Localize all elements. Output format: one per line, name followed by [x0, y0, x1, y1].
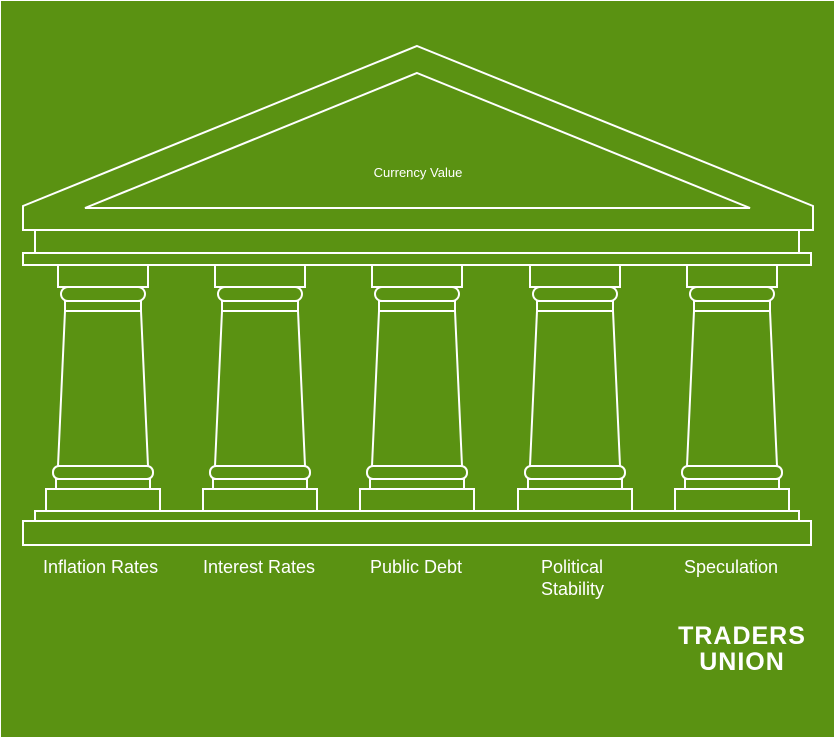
column-4	[517, 264, 633, 512]
diagram-title: Currency Value	[373, 165, 463, 180]
pillar-label-speculation: Speculation	[684, 557, 779, 577]
column-base-neck	[527, 478, 623, 490]
logo-line-2: UNION	[699, 648, 785, 676]
column-shaft	[685, 310, 779, 467]
entablature	[34, 229, 800, 254]
column-shaft	[213, 310, 307, 467]
column-2	[202, 264, 318, 512]
column-base-neck	[55, 478, 151, 490]
column-base-ring	[52, 465, 154, 480]
column-base-neck	[212, 478, 308, 490]
column-3	[359, 264, 475, 512]
column-base-neck	[369, 478, 465, 490]
column-neck	[693, 300, 771, 312]
column-5	[674, 264, 790, 512]
column-neck	[221, 300, 299, 312]
column-neck	[378, 300, 456, 312]
column-capital	[57, 264, 149, 288]
traders-union-logo: TRADERS UNION	[667, 623, 817, 675]
entablature-lower	[22, 252, 812, 266]
column-capital-ring	[217, 286, 303, 302]
pillar-label-inflation-rates: Inflation Rates	[43, 557, 159, 577]
column-plinth	[517, 488, 633, 512]
column-base-ring	[681, 465, 783, 480]
column-plinth	[202, 488, 318, 512]
column-base-ring	[366, 465, 468, 480]
pillar-label-political-stability: Political Stability	[541, 557, 605, 599]
column-neck	[64, 300, 142, 312]
columns-group	[45, 264, 790, 512]
column-capital	[686, 264, 778, 288]
column-base-ring	[209, 465, 311, 480]
column-base-ring	[524, 465, 626, 480]
pillar-label-interest-rates: Interest Rates	[203, 557, 316, 577]
pillar-label-public-debt: Public Debt	[370, 557, 463, 577]
column-plinth	[674, 488, 790, 512]
column-shaft	[56, 310, 150, 467]
column-shaft	[528, 310, 622, 467]
logo-line-1: TRADERS	[678, 622, 806, 650]
column-capital-ring	[689, 286, 775, 302]
stylobate	[22, 510, 812, 546]
column-capital	[529, 264, 621, 288]
column-capital	[214, 264, 306, 288]
column-1	[45, 264, 161, 512]
column-capital-ring	[60, 286, 146, 302]
column-capital	[371, 264, 463, 288]
column-shaft	[370, 310, 464, 467]
column-plinth	[45, 488, 161, 512]
column-neck	[536, 300, 614, 312]
column-capital-ring	[374, 286, 460, 302]
column-base-neck	[684, 478, 780, 490]
column-capital-ring	[532, 286, 618, 302]
column-plinth	[359, 488, 475, 512]
pediment-inner	[84, 71, 751, 209]
